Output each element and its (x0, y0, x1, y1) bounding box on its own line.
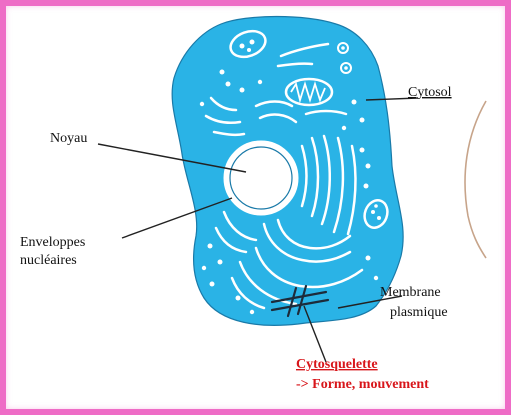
label-enveloppes-line1: Enveloppes (20, 235, 85, 250)
nucleus (224, 141, 298, 215)
label-cytosol: Cytosol (408, 85, 452, 100)
label-noyau: Noyau (50, 131, 87, 146)
label-membrane-line2: plasmique (390, 305, 448, 320)
label-enveloppes-line2: nucléaires (20, 253, 77, 268)
label-cytosquelette-note: -> Forme, mouvement (296, 377, 429, 392)
cell-diagram: Noyau Enveloppes nucléaires Cytosol Memb… (6, 6, 505, 409)
label-cytosquelette: Cytosquelette (296, 357, 378, 372)
neighbor-cell-arc (465, 101, 486, 258)
label-membrane-line1: Membrane (380, 285, 441, 300)
